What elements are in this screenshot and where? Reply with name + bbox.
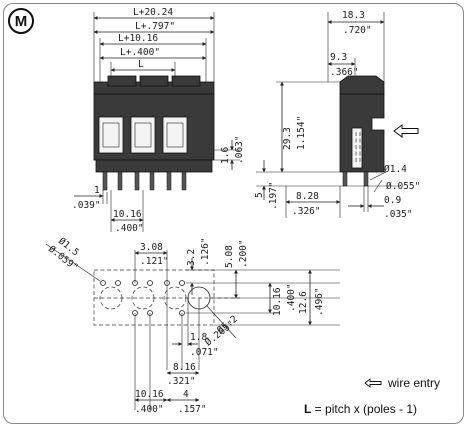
side-view: 18.3 .720" 9.3 .366" 29.3 1.154" 5 .197"… (254, 10, 420, 220)
dim-9-3: 9.3 (330, 52, 347, 63)
pin-hole (100, 280, 106, 286)
dim-18-3: 18.3 (342, 10, 365, 21)
wire-entry-arrow-icon (364, 378, 382, 388)
front-view: L+20.24 L+.797" L+10.16 L+.400" L 1.6 .0… (72, 7, 245, 234)
dim-126: .126" (200, 237, 211, 266)
dim-1-8: 1.8 (190, 332, 207, 343)
dim-071: .071" (190, 347, 219, 358)
dim-L-plus-797: L+.797" (135, 21, 175, 32)
pcb-footprint: Ø1.5 Ø.059" 3.08 .121" 3.2 .126" 5.08 .2… (45, 236, 340, 415)
pin-3 (134, 171, 140, 191)
dim-400-h: .400" (135, 404, 164, 415)
legend-wire-entry: wire entry (364, 376, 440, 390)
front-base (95, 159, 213, 173)
dim-L-plus-400: L+.400" (120, 47, 160, 58)
dim-321: .321" (167, 376, 196, 387)
dim-1: 1 (94, 185, 100, 196)
dim-366: .366" (330, 67, 359, 78)
dim-1-6: 1.6 (220, 147, 231, 164)
dim-29-3: 29.3 (282, 127, 293, 150)
side-top (339, 75, 385, 95)
dim-10-16-h: 10.16 (135, 389, 164, 400)
dim-3-08: 3.08 (140, 242, 163, 253)
pin-6 (181, 171, 187, 191)
manufacturer-badge: M (8, 8, 34, 34)
wire-opening-1 (98, 116, 124, 154)
dim-157: .157" (178, 404, 207, 415)
dim-L-plus-20-24: L+20.24 (133, 7, 173, 18)
dim-200: .200" (238, 239, 249, 268)
dim-197: .197" (268, 181, 279, 210)
dim-L: L (138, 59, 144, 70)
dim-400-v: .400" (286, 283, 297, 312)
dim-400: .400" (115, 223, 144, 234)
dim-12-6: 12.6 (298, 291, 309, 314)
dim-10-16-v: 10.16 (272, 287, 283, 316)
dim-326: .326" (292, 206, 321, 217)
pin-1 (102, 171, 108, 191)
pin-4 (149, 171, 155, 191)
dim-121: .121" (140, 256, 169, 267)
dim-5-08: 5.08 (224, 245, 235, 268)
legend-pitch-formula: L = pitch x (poles - 1) (304, 402, 417, 416)
footprint-outline (93, 269, 215, 326)
wire-opening-3 (162, 116, 188, 154)
legend-l-formula: = pitch x (poles - 1) (311, 402, 418, 416)
drawing-frame (3, 3, 464, 424)
dim-8-16: 8.16 (173, 362, 196, 373)
dim-720: .720" (343, 25, 372, 36)
side-wire-entry-arrow-icon (393, 124, 419, 138)
dim-0-9: 0.9 (384, 195, 401, 206)
dim-063: .063" (234, 135, 245, 164)
dim-10-16: 10.16 (113, 209, 142, 220)
dim-L-plus-10-16: L+10.16 (118, 33, 158, 44)
pin-2 (117, 171, 123, 191)
dim-035: .035" (384, 209, 413, 220)
dim-4: 4 (183, 389, 189, 400)
dim-pin-dia-1-4: Ø1.4 (384, 164, 407, 175)
legend-wire-entry-label: wire entry (388, 376, 441, 390)
legend-l-symbol: L (304, 402, 312, 416)
dim-8-28: 8.28 (296, 191, 319, 202)
pin-5 (166, 171, 172, 191)
wire-opening-2 (130, 116, 156, 154)
dim-1-154: 1.154" (296, 116, 307, 150)
dim-039: .039" (72, 200, 101, 211)
dim-496: .496" (314, 287, 325, 316)
dim-pin-dia-055: Ø.055" (386, 181, 420, 192)
dim-3-2: 3.2 (186, 249, 197, 266)
dim-5: 5 (254, 192, 265, 198)
